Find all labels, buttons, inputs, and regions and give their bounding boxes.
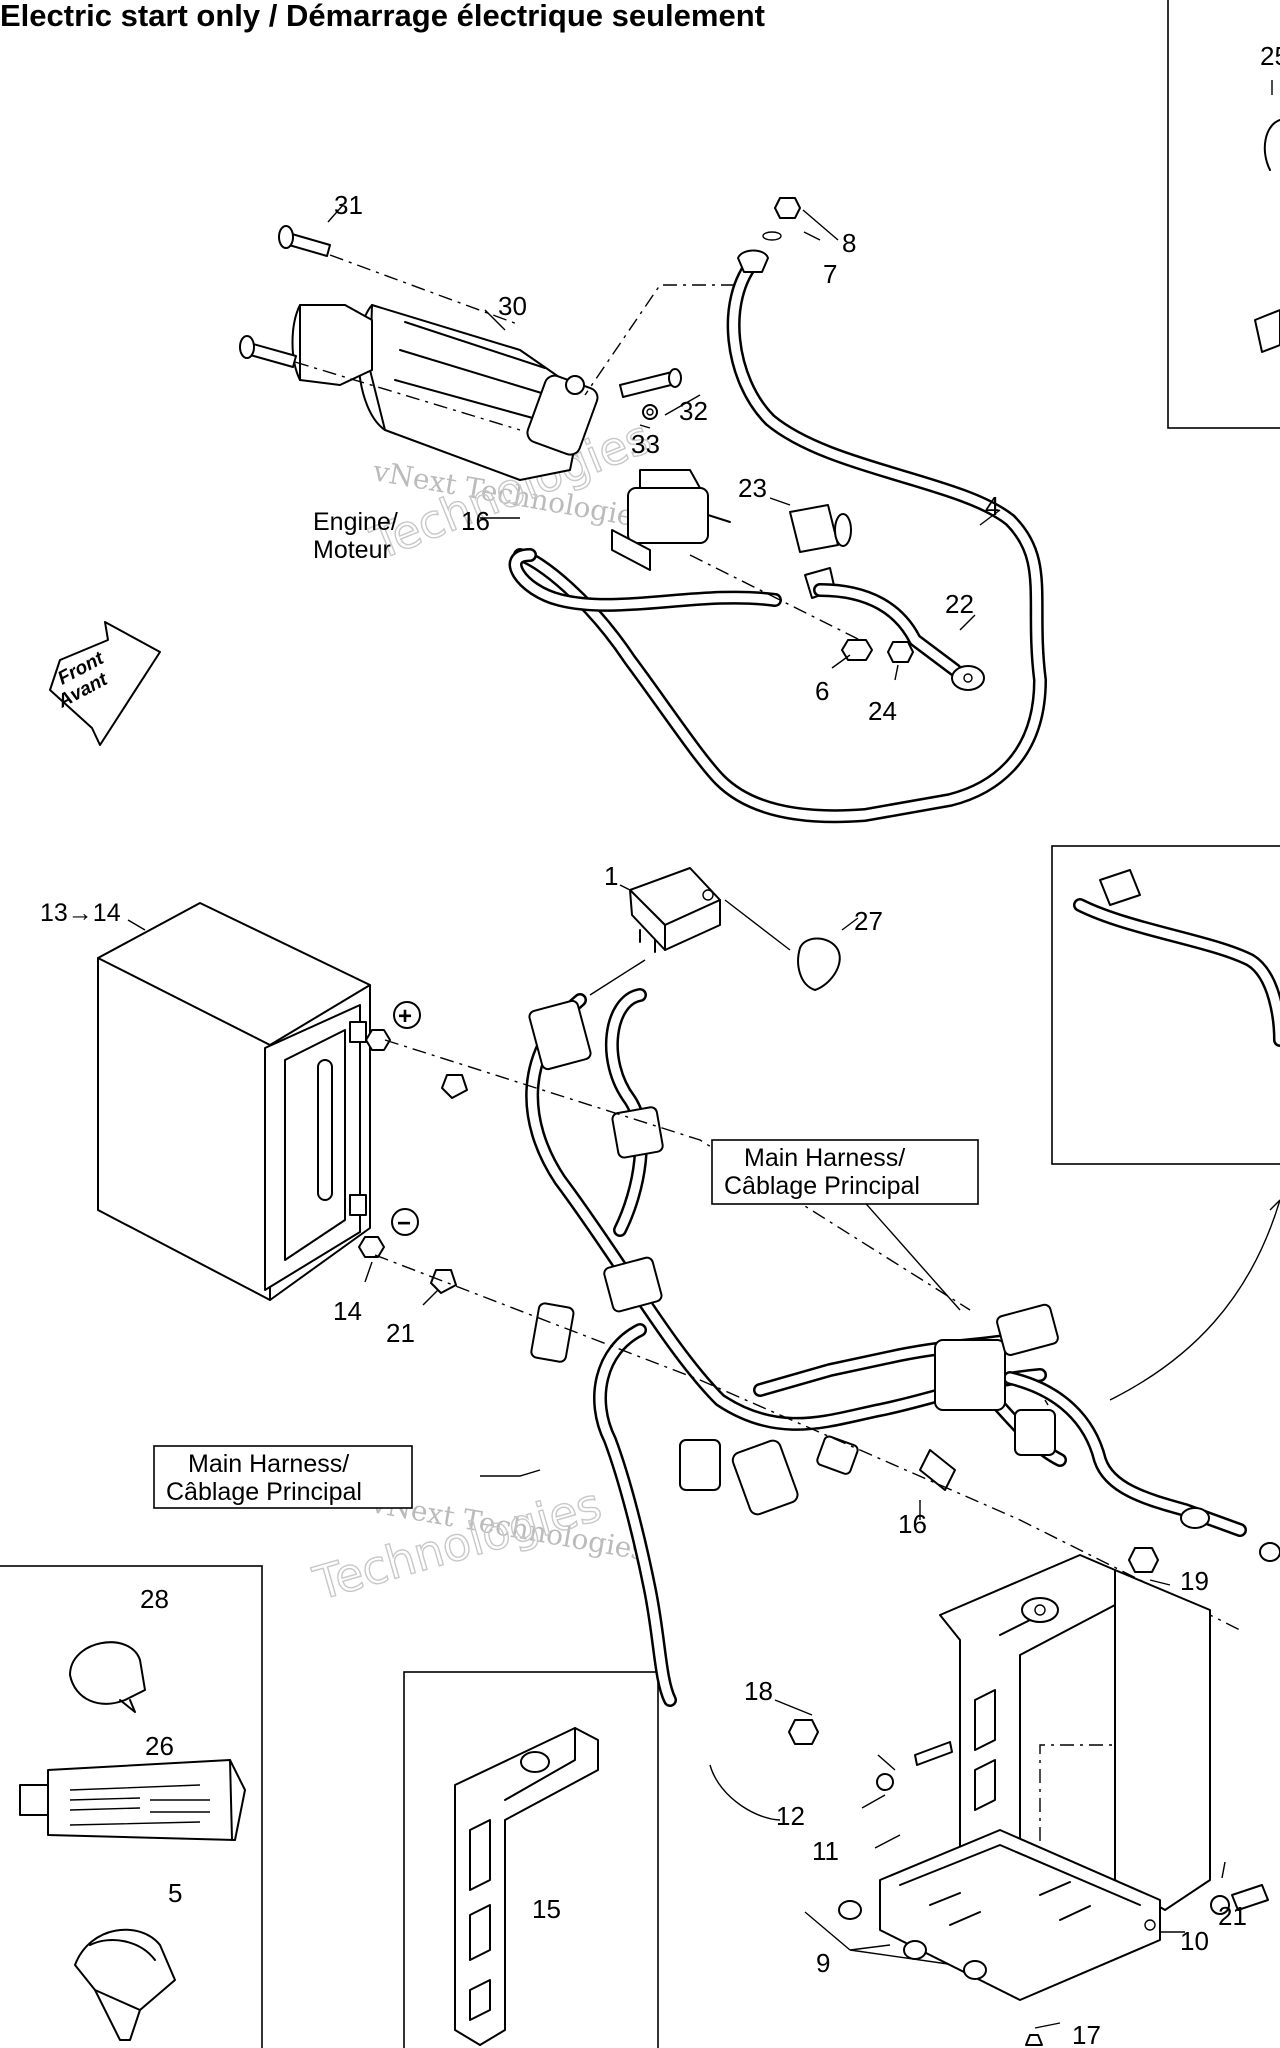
callout-10: 10 (1180, 1926, 1209, 1956)
callout-7: 7 (823, 259, 837, 289)
callout-27: 27 (854, 906, 883, 936)
callout-15: 15 (532, 1894, 561, 1924)
callout-32: 32 (679, 396, 708, 426)
leader-battery (127, 919, 146, 931)
page-title: Electric start only / Démarrage électriq… (0, 0, 765, 33)
callout-12: 12 (776, 1801, 805, 1831)
callout-18: 18 (744, 1676, 773, 1706)
ground-cable (804, 567, 985, 691)
negative-symbol: − (397, 1210, 411, 1237)
tray-fasteners (788, 1542, 1280, 2046)
callout-26: 26 (145, 1731, 174, 1761)
nuts-top (762, 197, 914, 663)
leader-lines-mid (364, 884, 1280, 2029)
callout-16-lower: 16 (898, 1509, 927, 1539)
starter-bolts (239, 225, 682, 420)
inset-top-right-part (1254, 80, 1280, 353)
callout-19: 19 (1180, 1566, 1209, 1596)
battery (97, 902, 371, 1301)
engine-label: Engine/ (313, 508, 398, 536)
callout-28: 28 (140, 1584, 169, 1614)
leader-lines-top (294, 204, 1001, 681)
clip-5 (74, 1928, 176, 2041)
callout-5: 5 (168, 1878, 182, 1908)
callout-4: 4 (985, 491, 999, 521)
callout-6: 6 (815, 676, 829, 706)
main-harness-text: Main Harness/ (188, 1450, 349, 1478)
callout-25: 25 (1260, 41, 1280, 71)
callout-21: 21 (386, 1318, 415, 1348)
callout-22: 22 (945, 589, 974, 619)
cablage-principal-text: Câblage Principal (724, 1172, 920, 1200)
boot-23 (789, 504, 852, 553)
battery-nuts-21 (430, 1074, 468, 1294)
callout-9: 9 (816, 1948, 830, 1978)
starter-motor (291, 304, 599, 481)
compound-tube-26 (19, 1759, 246, 1841)
callout-16: 16 (461, 506, 490, 536)
callout-21-lower: 21 (1218, 1901, 1247, 1931)
main-harness-text: Main Harness/ (744, 1144, 905, 1172)
harness-engine (508, 548, 782, 612)
battery-tray (879, 1554, 1211, 2001)
callout-33: 33 (631, 429, 660, 459)
inset-panel-mid-right (1051, 845, 1280, 1165)
inset-panel-bracket (403, 1671, 659, 2048)
bracket-15 (454, 1727, 599, 2046)
main-harness-box-right: Main Harness/ Câblage Principal (711, 1139, 979, 1205)
callout-8: 8 (842, 228, 856, 258)
battery-cable-positive (513, 249, 1047, 824)
main-harness-box-left: Main Harness/ Câblage Principal (153, 1445, 413, 1509)
callout-23: 23 (738, 473, 767, 503)
starter-solenoid (611, 469, 731, 571)
callout-24: 24 (868, 696, 897, 726)
positive-symbol: + (398, 1003, 412, 1030)
callout-1: 1 (604, 861, 618, 891)
front-arrow-icon: Front Avant (49, 621, 161, 746)
main-harness (525, 898, 1280, 1707)
battery-range-label: 13→14 (40, 899, 121, 927)
moteur-label: Moteur (313, 536, 391, 564)
callout-31: 31 (334, 190, 363, 220)
battery-terminal-negative: − (358, 1208, 419, 1258)
clip-28 (69, 1641, 146, 1713)
callout-14: 14 (333, 1296, 362, 1326)
inset-panel-top-right (1167, 0, 1280, 429)
callout-11: 11 (812, 1836, 839, 1866)
battery-terminal-positive: + (365, 1001, 421, 1051)
callout-17: 17 (1072, 2020, 1101, 2048)
harness-connectors (528, 869, 1210, 1529)
cablage-principal-text: Câblage Principal (166, 1478, 362, 1506)
relay-1 (629, 867, 721, 953)
clip-27 (797, 937, 841, 991)
callout-numbers: 25 31 30 8 7 32 33 23 4 16 22 6 24 1 27 … (140, 41, 1280, 2048)
callout-30: 30 (498, 291, 527, 321)
